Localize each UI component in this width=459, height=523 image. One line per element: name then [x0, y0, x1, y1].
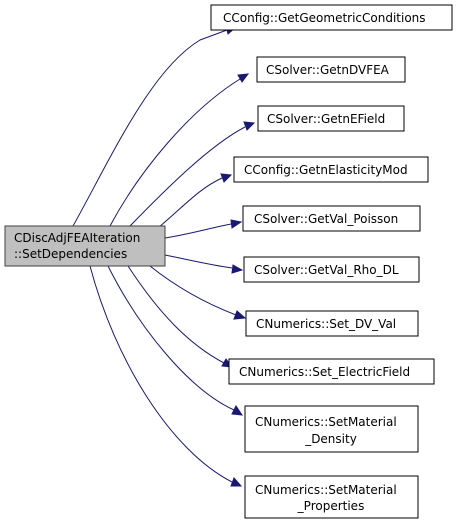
- node-label-line: CNumerics::SetMaterial: [255, 415, 397, 429]
- edge-to-setmaterial-properties: [89, 265, 233, 483]
- edge-arrowhead: [231, 405, 244, 416]
- node-box: [243, 256, 420, 283]
- node-label-line: _Density: [304, 432, 357, 446]
- node-csolver-getnefield[interactable]: CSolver::GetnEField: [257, 105, 405, 132]
- node-label: CNumerics::Set_ElectricField: [239, 365, 410, 379]
- node-label: CSolver::GetVal_Poisson: [254, 212, 398, 226]
- edges: [72, 25, 256, 487]
- edge-to-get-geometric-conditions: [72, 29, 228, 227]
- node-csolver-getval-poisson[interactable]: CSolver::GetVal_Poisson: [242, 205, 421, 232]
- node-box: [256, 56, 406, 83]
- node-box: [244, 475, 419, 519]
- node-label-line: CNumerics::SetMaterial: [255, 483, 397, 497]
- node-label-line: _Properties: [297, 499, 365, 513]
- edge-arrowhead: [230, 219, 243, 229]
- node-box: [233, 156, 429, 183]
- edge-to-set-electricfield: [127, 265, 225, 364]
- edge-arrowhead: [237, 73, 250, 83]
- edge-arrowhead: [230, 477, 243, 487]
- edge-to-getnelasticitymod: [157, 177, 223, 229]
- node-cnumerics-set-electricfield[interactable]: CNumerics::Set_ElectricField: [228, 358, 435, 385]
- edge-arrowhead: [231, 264, 244, 274]
- node-cconfig-getgeometricconditions[interactable]: CConfig::GetGeometricConditions: [210, 4, 453, 31]
- node-label: CSolver::GetnEField: [267, 112, 385, 126]
- edge-to-getval-poisson: [164, 223, 232, 239]
- node-box: [245, 310, 419, 337]
- node-cnumerics-setmaterial-properties[interactable]: CNumerics::SetMaterial _Properties: [244, 475, 419, 519]
- edge-arrowhead: [220, 173, 233, 183]
- node-label-line: ::SetDependencies: [14, 247, 127, 261]
- edge-to-getnefield: [129, 126, 246, 227]
- node-label: CNumerics::Set_DV_Val: [256, 317, 396, 331]
- node-box: [228, 358, 435, 385]
- node-cnumerics-set-dv-val[interactable]: CNumerics::Set_DV_Val: [245, 310, 419, 337]
- node-label: CSolver::GetnDVFEA: [266, 63, 390, 77]
- edge-arrowhead: [243, 121, 256, 131]
- edge-to-getval-rho-dl: [164, 254, 233, 269]
- edge-to-setmaterial-density: [107, 265, 235, 411]
- edge-to-set-dv-val: [149, 265, 237, 316]
- node-box: [210, 4, 453, 31]
- node-csolver-getval-rho-dl[interactable]: CSolver::GetVal_Rho_DL: [243, 256, 420, 283]
- edge-to-getndvfea: [109, 78, 241, 227]
- edge-arrowhead: [233, 310, 247, 320]
- node-box: [4, 225, 166, 267]
- node-box: [244, 405, 419, 453]
- node-cnumerics-setmaterial-density[interactable]: CNumerics::SetMaterial _Density: [244, 405, 419, 453]
- node-csolver-getndvfea[interactable]: CSolver::GetnDVFEA: [256, 56, 406, 83]
- node-cdiscadjfeaiteration-setdependencies[interactable]: CDiscAdjFEAIteration ::SetDependencies: [4, 225, 166, 267]
- node-label-line: CDiscAdjFEAIteration: [14, 231, 140, 245]
- node-label: CConfig::GetGeometricConditions: [223, 11, 426, 25]
- node-label: CConfig::GetnElasticityMod: [244, 163, 408, 177]
- node-box: [257, 105, 405, 132]
- node-box: [242, 205, 421, 232]
- node-cconfig-getnelasticitymod[interactable]: CConfig::GetnElasticityMod: [233, 156, 429, 183]
- node-label: CSolver::GetVal_Rho_DL: [254, 263, 399, 277]
